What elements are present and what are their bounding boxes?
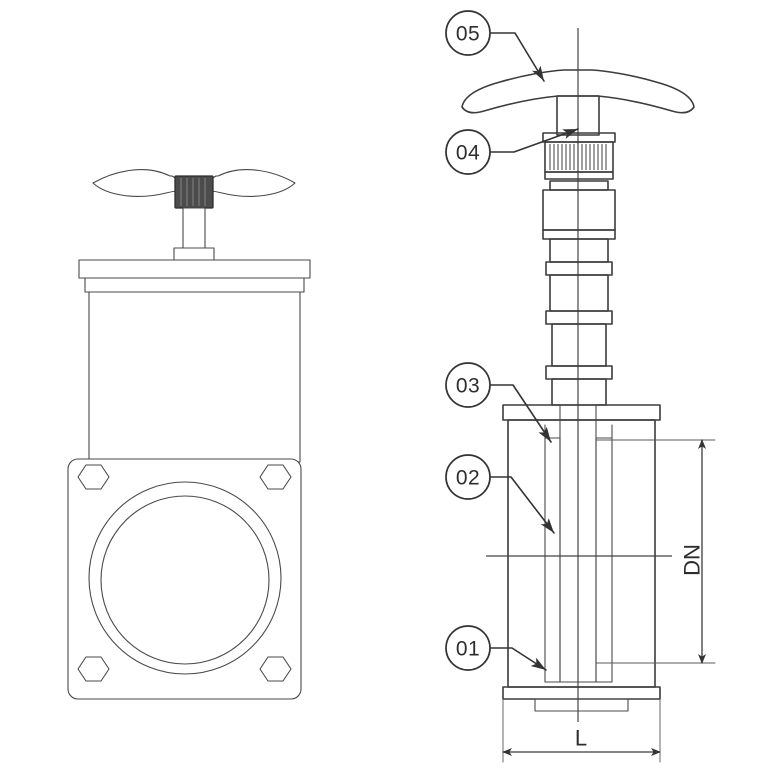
leader-05 xyxy=(489,32,545,82)
leader-01 xyxy=(489,647,547,671)
front-bonnet-cap xyxy=(78,259,311,293)
side-knurled-nut xyxy=(542,132,616,180)
leader-arrow-04 xyxy=(562,129,578,139)
side-view xyxy=(461,28,695,722)
balloon-02[interactable]: 02 xyxy=(445,454,558,536)
bolt-head-bottom-right xyxy=(259,656,292,682)
bore-inner-circle xyxy=(100,495,270,665)
dimension-l: L xyxy=(502,698,661,763)
side-handle-bow xyxy=(461,69,695,114)
leader-02 xyxy=(489,476,555,534)
bolt-head-bottom-left xyxy=(77,656,110,682)
balloon-label-04: 04 xyxy=(456,142,480,165)
side-mid-stem xyxy=(545,238,613,325)
side-valve-body xyxy=(507,419,656,688)
balloon-circle-01 xyxy=(445,625,491,671)
front-bore-circles xyxy=(88,481,282,675)
balloon-04[interactable]: 04 xyxy=(445,124,580,175)
leader-arrow-02 xyxy=(540,518,554,533)
leader-04 xyxy=(489,128,579,153)
side-body-bottom-flange xyxy=(502,686,661,712)
front-knurled-collar xyxy=(174,175,214,209)
balloon-circle-02 xyxy=(445,454,491,500)
side-body-top-flange xyxy=(502,404,661,421)
front-flange-bolts xyxy=(77,464,292,682)
balloon-circle-04 xyxy=(445,129,491,175)
balloon-circle-05 xyxy=(445,10,491,56)
balloon-03[interactable]: 03 xyxy=(445,362,555,445)
balloon-label-02: 02 xyxy=(456,467,480,490)
leader-03 xyxy=(489,384,552,443)
dn-dimension-label: DN xyxy=(680,544,705,576)
front-view xyxy=(67,169,311,700)
front-bonnet-body xyxy=(88,291,301,463)
side-stem-boss xyxy=(556,95,600,136)
leader-arrow-03 xyxy=(538,426,551,442)
bolt-head-top-right xyxy=(259,464,292,490)
side-upper-collar xyxy=(542,180,616,240)
balloon-05[interactable]: 05 xyxy=(445,10,548,84)
l-dimension-label: L xyxy=(575,726,587,751)
balloon-label-03: 03 xyxy=(456,375,480,398)
balloon-circle-03 xyxy=(445,362,491,408)
bolt-head-top-left xyxy=(77,464,110,490)
leader-arrow-01 xyxy=(530,657,546,670)
leader-arrow-05 xyxy=(531,65,544,81)
balloon-label-01: 01 xyxy=(456,638,480,661)
side-lower-stem xyxy=(545,323,613,406)
balloon-label-05: 05 xyxy=(456,23,480,46)
dimension-dn: DN xyxy=(595,439,716,664)
side-gate-disc xyxy=(559,404,597,683)
balloon-01[interactable]: 01 xyxy=(445,625,549,674)
